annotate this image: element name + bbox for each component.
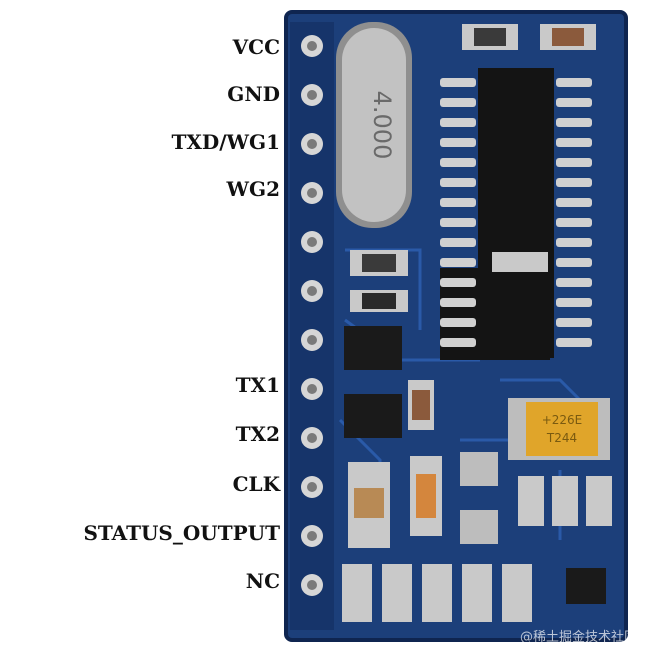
- smd-components-bottom: [342, 452, 612, 622]
- ic-leg: [440, 238, 476, 247]
- ic-leg: [556, 198, 592, 207]
- pin-hole-center: [307, 482, 317, 492]
- ic-leg: [556, 78, 592, 87]
- pin-label-status-output: STATUS_OUTPUT: [83, 521, 280, 545]
- pin-label-txd-wg1: TXD/WG1: [171, 130, 280, 154]
- pin-hole-center: [307, 237, 317, 247]
- ic-leg: [440, 298, 476, 307]
- ic-leg: [440, 198, 476, 207]
- ic-leg: [556, 218, 592, 227]
- ic-leg: [556, 98, 592, 107]
- ic-leg: [556, 178, 592, 187]
- ic-leg: [440, 338, 476, 347]
- ic-leg: [440, 278, 476, 287]
- ic-leg: [556, 138, 592, 147]
- ic-leg: [556, 278, 592, 287]
- capacitor-marking-1: +226E: [542, 413, 583, 427]
- pin-hole-center: [307, 384, 317, 394]
- pin-label-tx1: TX1: [235, 373, 280, 397]
- board-edge-shadow: [284, 10, 628, 642]
- pin-label-tx2: TX2: [235, 422, 280, 446]
- crystal-marking: 4.000: [368, 91, 396, 160]
- ic-leg: [556, 338, 592, 347]
- pin-label-nc: NC: [245, 569, 280, 593]
- ic-leg: [440, 258, 476, 267]
- pin-label-wg2: WG2: [226, 177, 280, 201]
- ic-leg: [440, 318, 476, 327]
- pin-hole-center: [307, 531, 317, 541]
- main-ic-chip: [440, 68, 592, 360]
- ic-leg: [556, 298, 592, 307]
- ic-leg: [556, 318, 592, 327]
- pin-hole-center: [307, 335, 317, 345]
- ic-leg: [556, 258, 592, 267]
- ic-leg: [440, 118, 476, 127]
- ic-leg: [556, 238, 592, 247]
- capacitor-marking-2: T244: [546, 431, 577, 445]
- ic-leg: [440, 78, 476, 87]
- pin-hole-center: [307, 580, 317, 590]
- watermark: @稀土掘金技术社区: [519, 630, 637, 645]
- pin-hole-center: [307, 433, 317, 443]
- pin-hole-center: [307, 188, 317, 198]
- tantalum-capacitor: +226E T244: [508, 398, 610, 460]
- ic-leg: [440, 158, 476, 167]
- transistors: [344, 326, 434, 438]
- pin-holes: [301, 35, 323, 596]
- ic-leg: [440, 218, 476, 227]
- pin-label-gnd: GND: [227, 82, 280, 106]
- pin-hole-center: [307, 90, 317, 100]
- ic-leg: [440, 178, 476, 187]
- pin-hole-center: [307, 139, 317, 149]
- ic-leg: [556, 118, 592, 127]
- ic-leg: [556, 158, 592, 167]
- crystal-oscillator: 4.000: [336, 22, 412, 228]
- ic-leg: [440, 138, 476, 147]
- pin-label-clk: CLK: [232, 472, 280, 496]
- pin-hole-center: [307, 286, 317, 296]
- ic-leg: [440, 98, 476, 107]
- pin-label-vcc: VCC: [232, 35, 280, 59]
- pin-hole-center: [307, 41, 317, 51]
- smd-components-top: [350, 24, 596, 312]
